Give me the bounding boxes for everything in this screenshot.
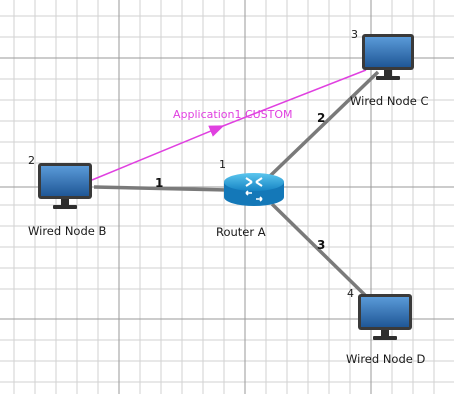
link-a-d-label: 3 [317,238,326,252]
node-c-label: Wired Node C [350,94,429,108]
node-d-label: Wired Node D [346,352,426,366]
link-a-d[interactable] [270,202,372,302]
application-flow-line[interactable] [222,69,367,127]
application-label: Application1 CUSTOM [173,108,293,121]
link-a-c[interactable] [268,70,380,178]
router-a-label: Router A [216,225,266,239]
router-a-id: 1 [219,158,226,171]
link-a-c-label: 2 [317,111,326,125]
node-d-id: 4 [347,287,354,300]
application-flow-arrow[interactable] [91,125,225,181]
link-b-a[interactable] [93,185,229,192]
wired-node-c-icon[interactable] [362,34,414,80]
node-b-id: 2 [28,154,35,167]
node-b-label: Wired Node B [28,224,107,238]
node-c-id: 3 [351,28,358,41]
link-b-a-label: 1 [155,176,164,190]
wired-node-d-icon[interactable] [358,294,412,340]
router-icon[interactable] [224,173,284,206]
wired-node-b-icon[interactable] [38,163,92,209]
